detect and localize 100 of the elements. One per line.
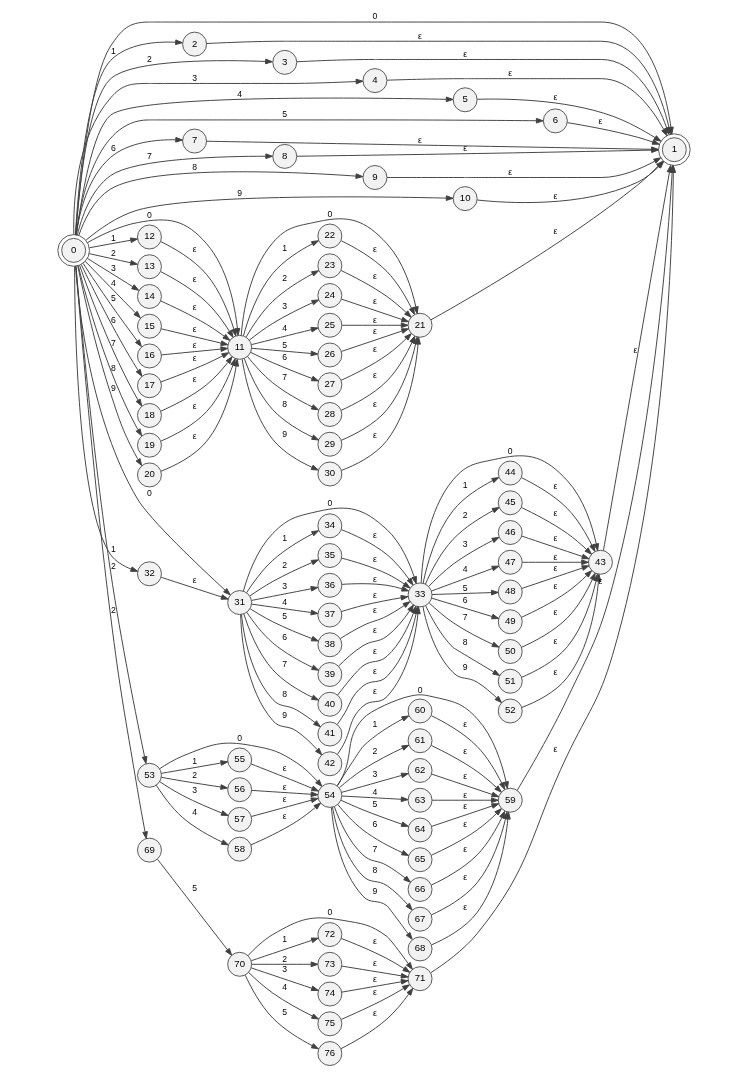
edge-label: ε [373,314,377,325]
edge-label: 9 [462,661,468,672]
edge-label: 2 [462,510,468,521]
edge-label: 2 [147,53,152,64]
edge-label: 8 [372,865,378,876]
edge-label: ε [282,810,287,821]
edge-label: ε [463,771,468,782]
edge-label: ε [373,589,377,600]
edge-label: ε [463,746,468,757]
edge-label: 1 [282,934,288,945]
edge-label: ε [553,636,558,647]
edge-label: 1 [282,533,288,544]
edge-label: 2 [282,273,288,284]
edge-label: 2 [111,561,116,572]
edge-label: 3 [372,769,378,780]
edge-label: ε [192,574,197,585]
edge-label: ε [463,718,468,729]
edge-label: 7 [111,337,116,348]
edge-label: ε [553,480,558,491]
edge-label: ε [553,551,558,562]
edge-label: 4 [111,278,116,289]
edge-label: 0 [327,906,333,917]
edge-label: 8 [282,688,288,699]
edge-label: 9 [372,885,378,896]
edge-label: 6 [462,594,468,605]
edge-label: 5 [282,611,288,622]
edge-label: 3 [462,539,468,550]
edge-label: ε [373,973,377,984]
edge-label: 7 [462,612,468,623]
edge-label: ε [373,1008,377,1019]
edge-label: ε [373,625,377,636]
edge-label: 4 [237,89,243,100]
edge-label: ε [373,958,377,969]
edge-label: ε [553,744,558,755]
edge-label: ε [463,819,468,830]
edge-label: ε [282,781,287,792]
edge-label: 2 [282,953,288,964]
edge-label: 4 [462,564,468,575]
edge-label: ε [463,48,468,59]
edge-label: ε [282,762,287,773]
edge-label: 9 [111,382,116,393]
edge-label: 6 [111,142,116,153]
edge-label: 4 [282,323,288,334]
edge-label: 0 [507,446,513,457]
edge-label: ε [373,685,377,696]
edge-label: 1 [111,45,116,56]
edge-label: 6 [282,632,288,643]
edge-label: ε [373,296,377,307]
edge-label: 9 [237,187,243,198]
edge-label: 4 [192,806,197,817]
edge-label: 3 [192,72,197,83]
edge-label: ε [373,529,377,540]
edge-label: 2 [282,560,288,571]
edge-label: ε [598,575,603,586]
edge-label: ε [373,573,377,584]
edge-label: 0 [147,209,152,220]
edge-label: 0 [327,497,333,508]
edge-label: ε [373,370,377,381]
edge-label: ε [373,243,377,254]
edge-label: ε [373,936,377,947]
edge-label: 9 [282,709,288,720]
edge-label: 0 [237,732,243,743]
edge-label: ε [633,345,638,356]
edge-label: ε [553,533,558,544]
edge-label: 2 [192,770,197,781]
edge-label: ε [463,901,468,912]
edge-label: 5 [282,1007,288,1018]
edge-label: 5 [111,293,116,304]
edge-label: ε [463,142,468,153]
edge-label: ε [192,340,197,351]
edge-label: ε [192,374,197,385]
edge-label: 7 [282,372,288,383]
edge-label: 3 [282,301,288,312]
edge-label: 6 [111,314,116,325]
edge-label: 3 [282,964,288,975]
edge-label: ε [373,987,377,998]
edge-label: 6 [282,352,288,362]
edge-label: ε [373,665,377,676]
edge-label: ε [463,844,468,855]
edge-label: 2 [111,248,116,259]
edge-label: ε [553,190,558,201]
edge-label: 3 [111,262,116,273]
edge-label: 1 [372,718,378,729]
edge-label: 9 [282,428,288,439]
edge-label: 3 [192,784,197,795]
edge-label: ε [373,271,377,282]
edge-label: 0 [327,209,333,220]
edge-label: ε [192,324,197,335]
edge-label: 4 [282,982,288,993]
edge-label: ε [463,801,468,812]
edge-label: ε [418,30,422,41]
edge-label: ε [553,508,558,519]
edge-label: 5 [462,583,468,594]
edge-label: ε [553,226,558,237]
edge-label: ε [463,872,468,883]
edge-label: ε [192,430,197,441]
edge-label: ε [192,352,197,363]
edge-label: 8 [282,399,288,410]
edge-label: ε [553,91,558,102]
edge-label: ε [508,67,513,78]
